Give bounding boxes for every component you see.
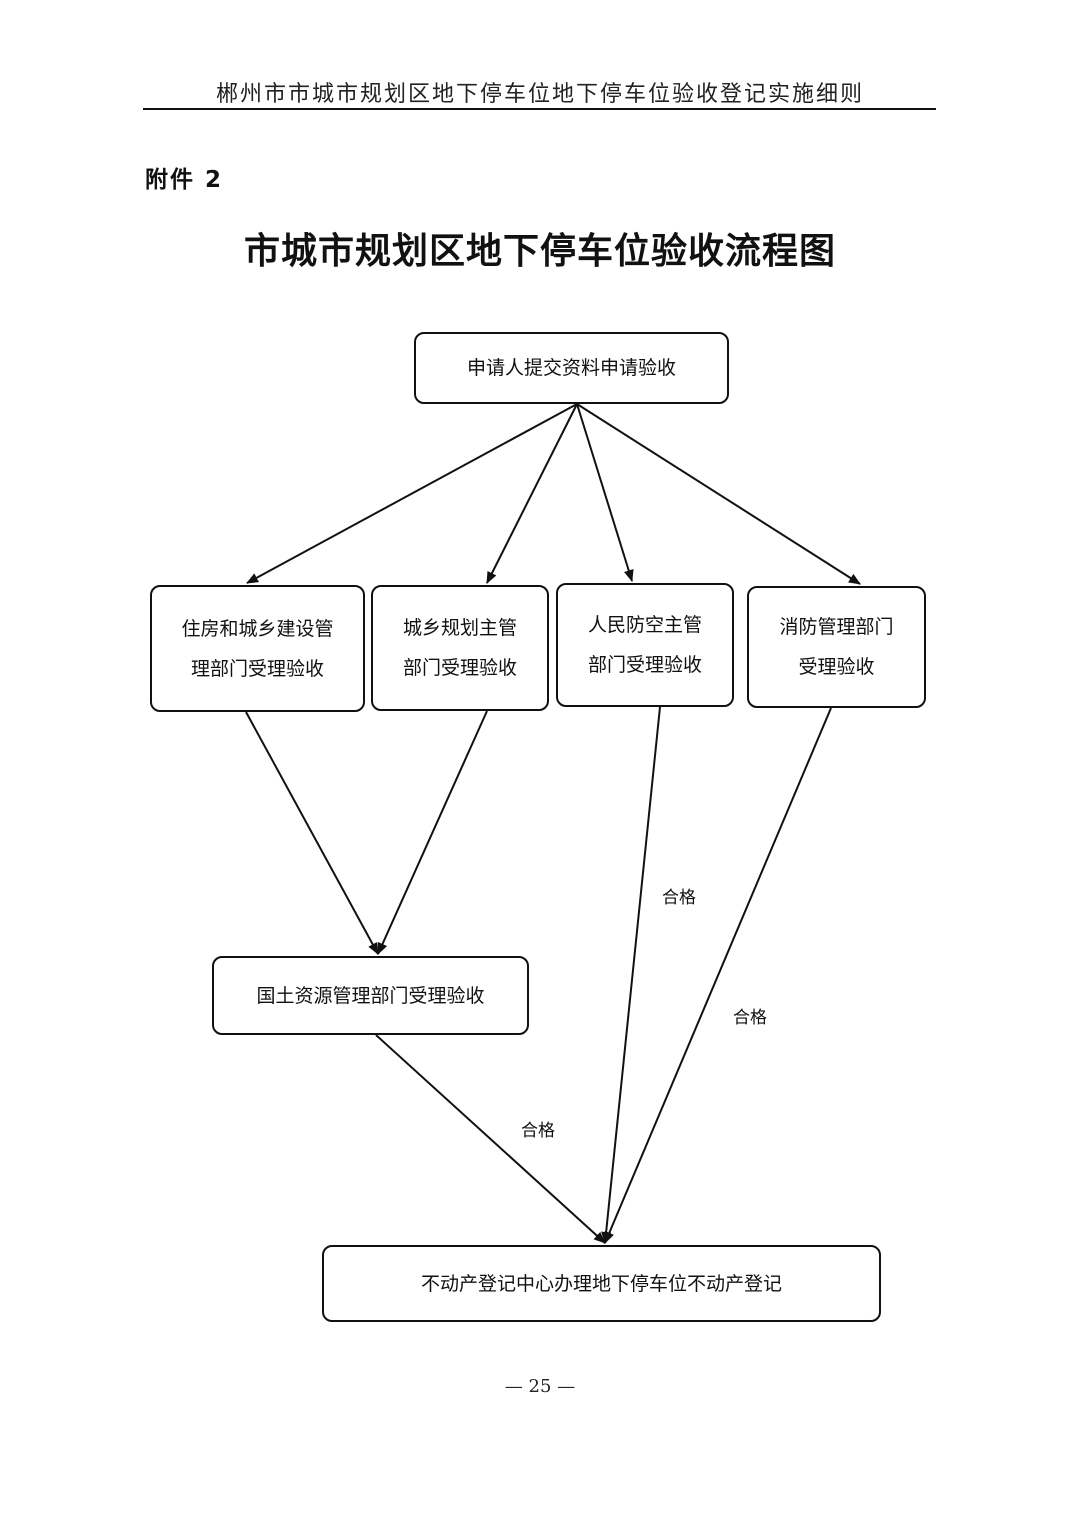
- node-apply: 申请人提交资料申请验收: [414, 332, 729, 404]
- node-planning-line-1: 城乡规划主管: [402, 617, 517, 639]
- node-housing: 住房和城乡建设管 理部门受理验收: [150, 585, 365, 712]
- node-planning: 城乡规划主管 部门受理验收: [371, 585, 549, 711]
- node-registration-line-1: 不动产登记中心办理地下停车位不动产登记: [420, 1272, 782, 1295]
- node-civil-defense-line-1: 人民防空主管: [587, 614, 702, 636]
- node-housing-line-2: 理部门受理验收: [190, 657, 324, 680]
- node-land-line-1: 国土资源管理部门受理验收: [256, 984, 485, 1007]
- node-registration: 不动产登记中心办理地下停车位不动产登记: [322, 1245, 881, 1322]
- node-planning-line-2: 部门受理验收: [402, 657, 517, 679]
- page-title: 市城市规划区地下停车位验收流程图: [243, 230, 836, 272]
- node-fire: 消防管理部门 受理验收: [747, 586, 926, 708]
- edge-apply-civil-defense: [576, 403, 634, 582]
- node-housing-line-1: 住房和城乡建设管: [181, 617, 334, 640]
- edge-apply-planning: [486, 403, 578, 584]
- edge-civil-defense-registration: [601, 706, 661, 1244]
- page-number: — 25 —: [504, 1376, 576, 1397]
- node-civil-defense-line-2: 部门受理验收: [587, 654, 702, 676]
- node-fire-line-1: 消防管理部门: [779, 616, 894, 638]
- edge-fire-registration: [604, 707, 832, 1244]
- node-fire-line-2: 受理验收: [798, 656, 875, 678]
- edge-apply-housing: [246, 403, 578, 584]
- edge-label-fire: 合格: [733, 1008, 767, 1028]
- node-apply-line-1: 申请人提交资料申请验收: [466, 357, 676, 379]
- edge-planning-land: [377, 710, 488, 955]
- node-land: 国土资源管理部门受理验收: [212, 956, 529, 1035]
- header-rule: [143, 108, 936, 110]
- edge-label-civil-defense: 合格: [662, 888, 696, 908]
- attachment-label: 附件 2: [145, 167, 224, 193]
- edge-land-registration: [375, 1034, 606, 1244]
- edge-apply-fire: [576, 403, 861, 585]
- edge-label-land: 合格: [521, 1121, 555, 1141]
- running-header: 郴州市市城市规划区地下停车位地下停车位验收登记实施细则: [215, 82, 864, 107]
- edge-housing-land: [245, 711, 379, 955]
- node-civil-defense: 人民防空主管 部门受理验收: [556, 583, 734, 707]
